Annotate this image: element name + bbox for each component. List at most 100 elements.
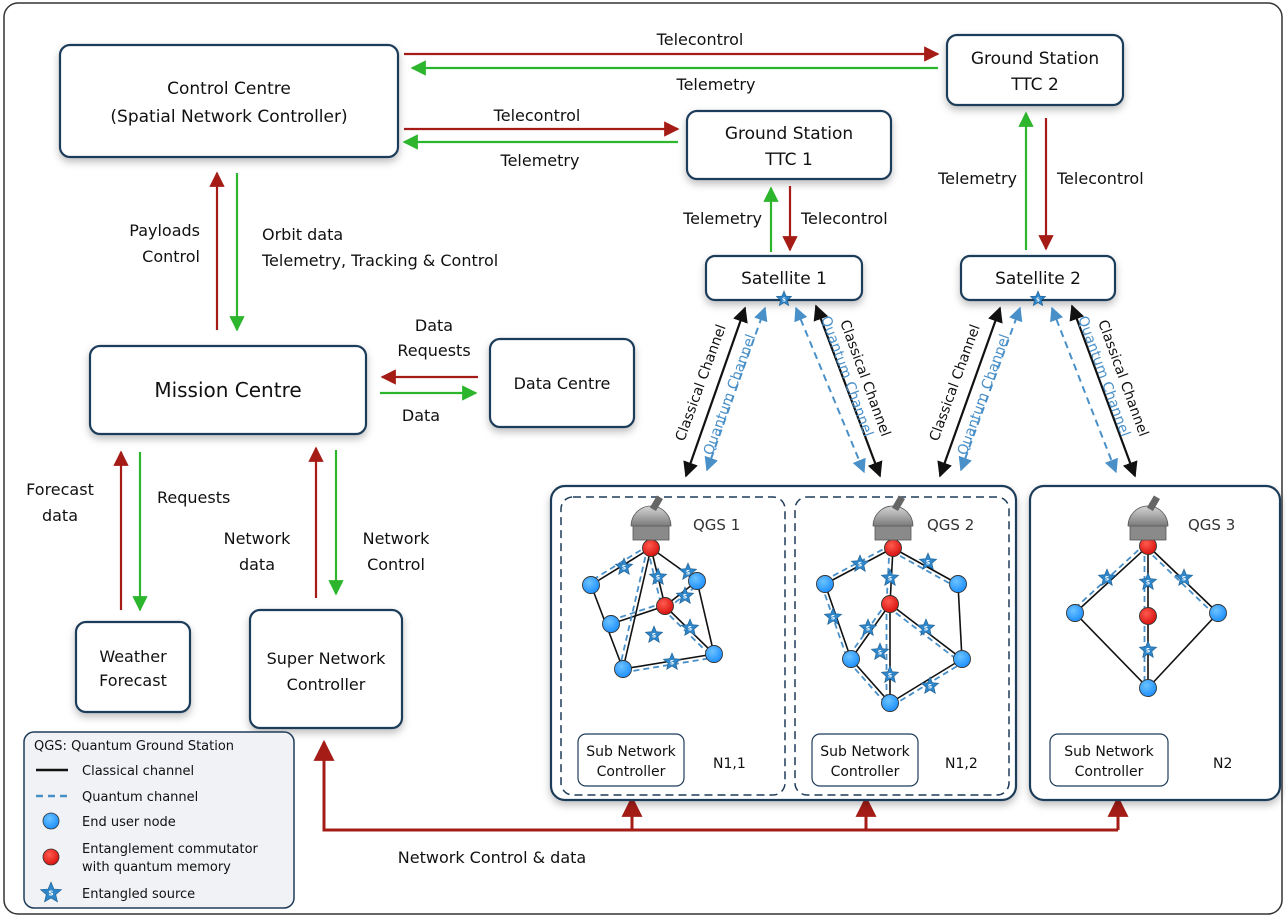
classical-link [957, 583, 963, 660]
end-user-node [688, 572, 706, 590]
entangled-source-star: S [1097, 568, 1117, 586]
entangled-source-star: S [1174, 568, 1194, 586]
sub-network-controller-2: Sub Network Controller [811, 733, 919, 787]
svg-text:S: S [688, 627, 692, 633]
end-user-node [582, 576, 600, 594]
svg-text:Data: Data [402, 406, 440, 425]
qgs-telescope-icon [872, 495, 914, 541]
quantum-link [820, 584, 849, 661]
svg-text:End user node: End user node [82, 815, 176, 830]
network-control-bus [313, 739, 1129, 832]
svg-text:Sub Network: Sub Network [586, 744, 676, 760]
svg-text:TTC 1: TTC 1 [764, 150, 813, 170]
svg-text:Telecontrol: Telecontrol [1056, 169, 1144, 188]
classical-link [610, 605, 666, 625]
sub-network-controller-1: Sub Network Controller [577, 733, 685, 787]
network-id-n12: N1,2 [945, 756, 978, 772]
quantum-link [890, 550, 957, 588]
svg-text:Network: Network [224, 529, 292, 548]
telemetry-label-gs2: Telemetry [676, 75, 756, 94]
svg-text:S: S [622, 566, 626, 572]
quantum-channel-left-1 [704, 306, 768, 472]
svg-text:Controller: Controller [287, 675, 366, 694]
svg-text:Ground Station: Ground Station [971, 49, 1099, 69]
svg-text:S: S [866, 627, 870, 633]
svg-text:Ground Station: Ground Station [725, 124, 853, 144]
classical-link [850, 658, 891, 704]
qgs-2-label: QGS 2 [927, 516, 974, 534]
svg-text:S: S [888, 577, 892, 583]
control-centre-title: Control Centre [167, 79, 291, 99]
weather-forecast-box: Weather Forecast [74, 620, 192, 714]
svg-text:S: S [858, 563, 862, 569]
quantum-link [822, 544, 892, 582]
end-user-node [842, 650, 860, 668]
svg-text:S: S [656, 576, 660, 582]
classical-link [1147, 612, 1219, 689]
entangled-source-star: S [680, 618, 700, 636]
svg-text:Requests: Requests [157, 488, 230, 507]
quantum-link [1144, 547, 1217, 617]
svg-text:Network: Network [363, 529, 431, 548]
classical-channel-right-2 [1069, 304, 1138, 478]
end-user-node [881, 694, 899, 712]
svg-text:S: S [888, 674, 892, 680]
svg-text:Orbit data: Orbit data [262, 225, 343, 244]
legend-qgs: QGS: Quantum Ground Station [34, 739, 234, 754]
quantum-link [623, 656, 715, 674]
end-user-node [1139, 679, 1157, 697]
svg-text:S: S [1182, 577, 1186, 583]
svg-text:Sub Network: Sub Network [1064, 744, 1154, 760]
svg-text:Controller: Controller [831, 764, 900, 780]
control-centre-subtitle: (Spatial Network Controller) [110, 107, 347, 127]
end-user-node [705, 645, 723, 663]
network-control-data-label: Network Control & data [398, 848, 586, 867]
entangled-source-star: S [916, 618, 936, 636]
network-n1-container [549, 484, 1018, 802]
svg-text:S: S [1146, 649, 1150, 655]
satellite-1-source-star: S [775, 290, 793, 307]
svg-text:Requests: Requests [397, 341, 470, 360]
classical-link [824, 583, 852, 660]
entangled-source-star: S [920, 676, 940, 694]
data-centre-box: Data Centre [488, 337, 636, 429]
svg-text:with quantum memory: with quantum memory [82, 860, 231, 875]
qgs-telescope-icon [1127, 495, 1169, 541]
entangled-source-star: S [648, 567, 668, 585]
legend-end-user-node [42, 812, 60, 830]
entangled-source-star: S [850, 554, 870, 572]
classical-link [696, 580, 715, 655]
svg-text:S: S [1105, 577, 1109, 583]
end-user-node [1066, 604, 1084, 622]
svg-text:Telemetry: Telemetry [682, 209, 762, 228]
legend-star-shape: S [39, 881, 63, 903]
entanglement-commutator-node [1139, 607, 1157, 625]
classical-link [622, 547, 652, 670]
svg-text:S: S [48, 889, 53, 898]
entangled-source-star: S [1138, 572, 1158, 590]
end-user-node [1209, 604, 1227, 622]
ground-station-2-box: Ground Station TTC 2 [945, 33, 1125, 107]
legend: QGS: Quantum Ground Station Classical ch… [23, 731, 295, 909]
network-id-n11: N1,1 [713, 756, 746, 772]
svg-text:Telecontrol: Telecontrol [493, 106, 581, 125]
svg-text:Super Network: Super Network [267, 649, 387, 668]
end-user-node [953, 650, 971, 668]
svg-text:S: S [683, 595, 687, 601]
svg-text:Control: Control [142, 247, 200, 266]
svg-text:S: S [878, 651, 882, 657]
svg-text:Telecontrol: Telecontrol [800, 209, 888, 228]
sub-network-controller-3: Sub Network Controller [1049, 733, 1169, 787]
qgs-1-label: QGS 1 [693, 516, 740, 534]
entangled-source-star: S [1138, 640, 1158, 658]
end-user-node [816, 575, 834, 593]
svg-text:S: S [782, 298, 786, 304]
svg-text:Forecast: Forecast [26, 480, 94, 499]
network-id-n2: N2 [1213, 756, 1232, 772]
entangled-source-star: S [918, 552, 938, 570]
quantum-link [588, 544, 650, 583]
svg-text:data: data [42, 506, 78, 525]
svg-text:S: S [928, 685, 932, 691]
